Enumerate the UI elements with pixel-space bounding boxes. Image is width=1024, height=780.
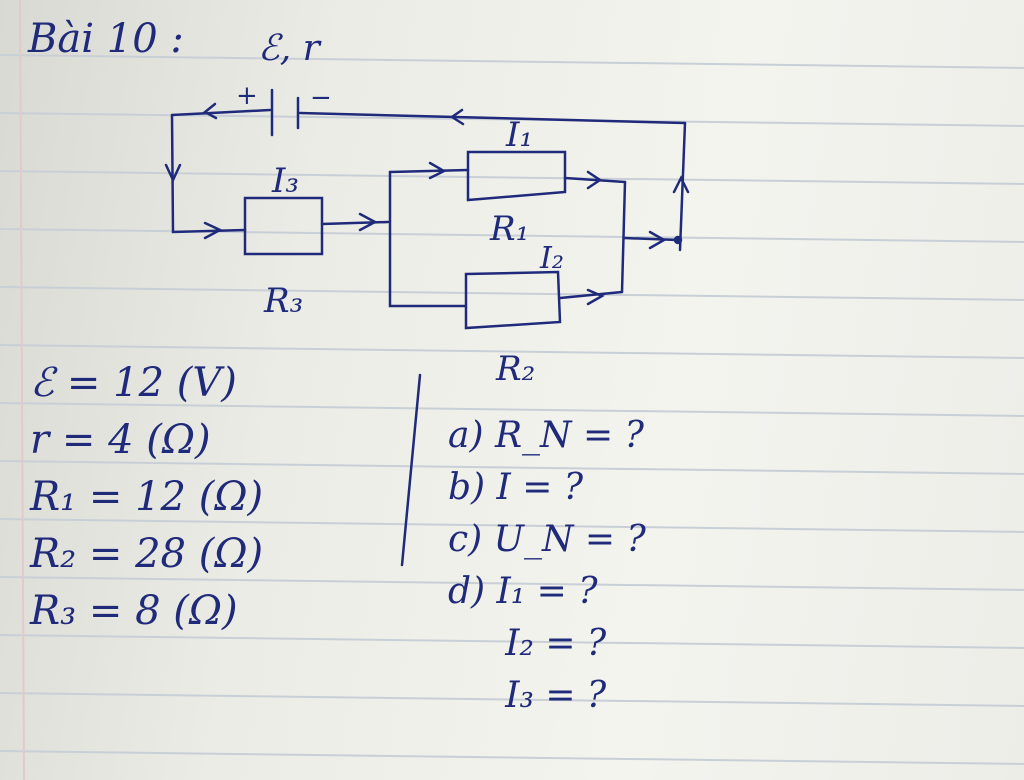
i2-label: I₂	[539, 241, 564, 276]
wire-left	[170, 113, 247, 234]
wire-r3-out	[320, 220, 390, 226]
question-d-i1: d) I₁ = ?	[448, 571, 598, 612]
arrow-top-left	[202, 102, 218, 120]
question-b: b) I = ?	[448, 467, 584, 508]
given-r3: R₃ = 8 (Ω)	[30, 588, 238, 634]
question-d-i3: I₃ = ?	[448, 675, 607, 716]
given-r2: R₂ = 28 (Ω)	[30, 531, 264, 577]
wire-to-node	[622, 236, 680, 242]
question-a: a) R_N = ?	[448, 415, 644, 456]
given-emf: ℰ = 12 (V)	[30, 360, 237, 406]
margin-line	[19, 0, 25, 780]
divider-line	[400, 373, 422, 567]
questions: a) R_N = ? b) I = ? c) U_N = ? d) I₁ = ?…	[448, 410, 646, 722]
arrow-to-node	[648, 230, 667, 250]
wire-to-r1	[388, 168, 470, 174]
question-d-i2: I₂ = ?	[448, 623, 607, 664]
arrow-left-down	[164, 163, 182, 183]
arrow-into-r3	[203, 221, 223, 240]
arrow-right-up	[672, 175, 690, 194]
given-values: ℰ = 12 (V) r = 4 (Ω) R₁ = 12 (Ω) R₂ = 28…	[30, 355, 263, 640]
r2-label: R₂	[495, 349, 535, 389]
arrow-r2-out	[586, 288, 605, 306]
source-label: ℰ, r	[258, 28, 322, 69]
arrow-top-right	[449, 108, 465, 126]
resistor-r3	[243, 196, 324, 256]
r3-label: R₃	[263, 281, 303, 321]
given-r1: R₁ = 12 (Ω)	[30, 474, 264, 520]
wire-r1-out	[563, 176, 627, 184]
arrow-out-r3	[358, 212, 378, 232]
question-c: c) U_N = ?	[448, 519, 646, 560]
junction-node	[673, 235, 683, 245]
wire-top-left	[170, 108, 272, 117]
arrow-to-r1	[428, 161, 447, 180]
wire-r2-out	[558, 290, 624, 300]
plus-sign: +	[236, 81, 258, 111]
given-internal-resistance: r = 4 (Ω)	[30, 417, 211, 463]
resistor-r1	[466, 150, 567, 202]
wire-right	[678, 121, 687, 252]
i3-label: I₃	[271, 161, 299, 201]
arrow-r1-out	[586, 170, 603, 190]
i1-label: I₁	[505, 115, 533, 155]
r1-label: R₁	[489, 209, 529, 249]
wire-branch-left	[388, 170, 467, 308]
wire-top-right	[298, 111, 687, 125]
resistor-r2	[464, 270, 562, 330]
exercise-title: Bài 10 :	[28, 16, 184, 62]
minus-sign: −	[310, 83, 332, 113]
